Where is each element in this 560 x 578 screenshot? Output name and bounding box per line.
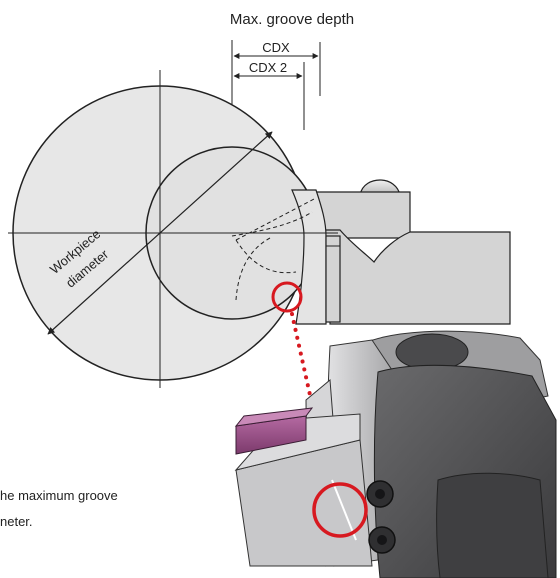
cdx-label: CDX [262, 40, 290, 55]
tool-3d-groove-line [331, 479, 357, 541]
cdx2-label: CDX 2 [249, 60, 287, 75]
diagram-title: Max. groove depth [230, 11, 354, 28]
workpiece-diameter-line [47, 131, 273, 335]
clamp-ball [359, 179, 401, 196]
holder-shank [318, 229, 511, 325]
tool-3d-screw-top-socket [375, 489, 385, 499]
tool-3d-illustration [234, 330, 557, 578]
tool-3d-insert-top [234, 407, 314, 427]
tool-holder-schematic [291, 179, 511, 325]
tool-3d-clamp-ball [395, 333, 469, 371]
highlight-circle-detail [312, 482, 368, 538]
tool-3d-front-face [436, 472, 549, 578]
caption-line-1: he maximum groove [0, 488, 118, 503]
caption-line-2: neter. [0, 514, 33, 529]
tool-3d-screw-bottom-socket [377, 535, 387, 545]
highlight-circle-schematic [271, 281, 303, 313]
insert-seat [325, 235, 341, 323]
